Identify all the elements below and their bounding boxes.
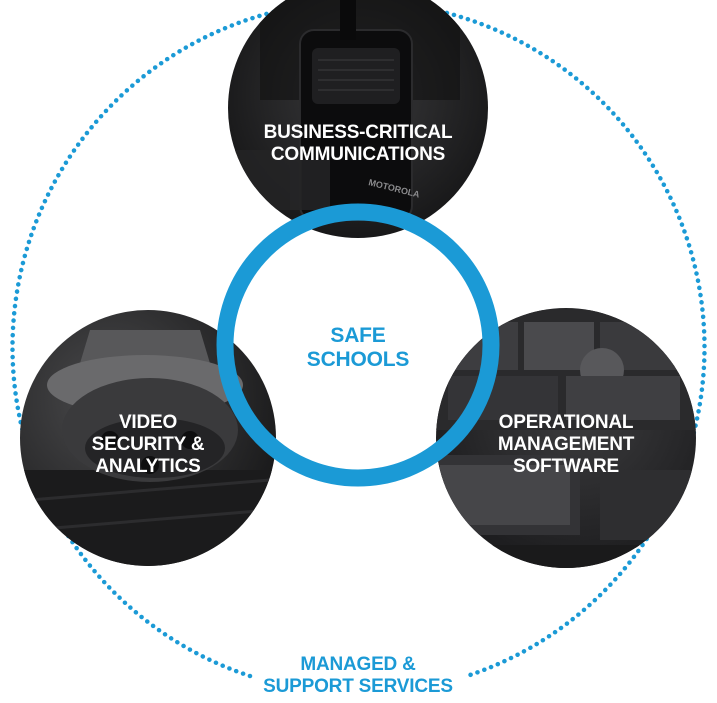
operational-software-line1: OPERATIONAL bbox=[498, 412, 634, 433]
safe-schools-label: SAFE SCHOOLS bbox=[278, 324, 438, 372]
communications-label-line1: BUSINESS-CRITICAL bbox=[263, 122, 453, 143]
operational-software-line2: MANAGEMENT bbox=[497, 434, 635, 455]
safe-schools-line1: SAFE bbox=[330, 324, 386, 347]
safe-schools-ring bbox=[216, 203, 500, 487]
video-security-line1: VIDEO bbox=[118, 412, 178, 433]
communications-label-line2: COMMUNICATIONS bbox=[270, 144, 446, 165]
communications-photo: MOTOROLA bbox=[228, 0, 488, 238]
communications-label: BUSINESS-CRITICAL COMMUNICATIONS bbox=[238, 122, 478, 166]
operational-software-label: OPERATIONAL MANAGEMENT SOFTWARE bbox=[476, 412, 656, 478]
operational-software-line3: SOFTWARE bbox=[512, 456, 620, 477]
video-security-line3: ANALYTICS bbox=[95, 456, 201, 477]
video-security-label: VIDEO SECURITY & ANALYTICS bbox=[68, 412, 228, 478]
safe-schools-line2: SCHOOLS bbox=[306, 348, 410, 371]
video-security-line2: SECURITY & bbox=[91, 434, 205, 455]
managed-services-line1: MANAGED & bbox=[300, 654, 416, 675]
managed-services-line2: SUPPORT SERVICES bbox=[263, 676, 453, 697]
managed-services-label: MANAGED & SUPPORT SERVICES bbox=[238, 654, 478, 698]
